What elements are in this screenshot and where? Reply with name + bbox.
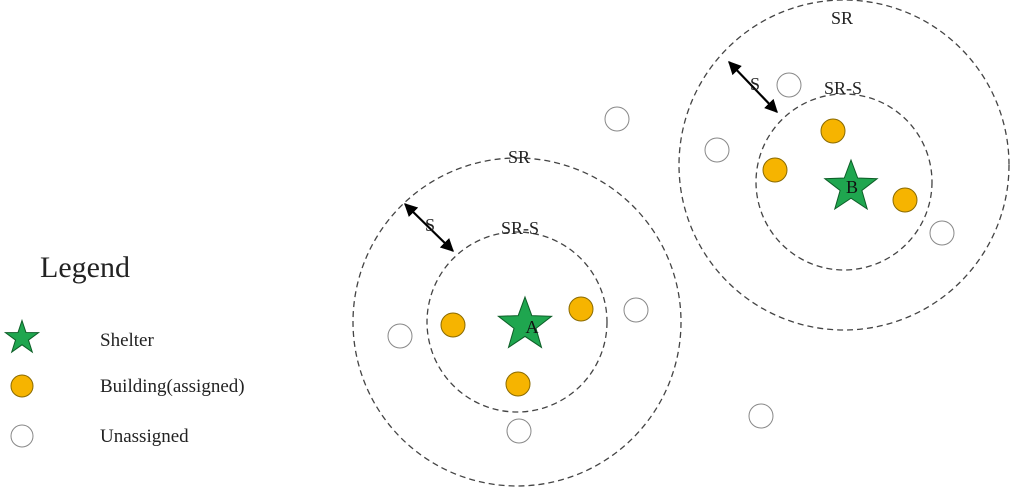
building-unassigned — [506, 418, 532, 444]
shelter-letter-a: A — [526, 317, 539, 337]
legend-title: Legend — [40, 251, 130, 284]
gap-arrow-a — [404, 203, 454, 252]
stray-unassigned-buildings — [604, 106, 774, 429]
building-unassigned — [604, 106, 630, 132]
service-radius-label-b: SR — [831, 8, 853, 28]
legend-label-building-assigned: Building(assigned) — [100, 376, 245, 397]
building-unassigned — [776, 72, 802, 98]
building-unassigned — [929, 220, 955, 246]
service-radius-label-a: SR — [508, 147, 530, 167]
building-assigned — [820, 118, 846, 144]
building-unassigned — [387, 323, 413, 349]
service-radius-ring-b — [678, 0, 1010, 331]
reduced-radius-ring-b — [755, 93, 933, 271]
building-assigned — [762, 157, 788, 183]
reduced-radius-label-b: SR-S — [824, 78, 862, 98]
building-assigned — [440, 312, 466, 338]
shelter-cluster-a: SR SR-S S A — [352, 147, 682, 487]
shelter-star-icon-b — [823, 158, 879, 211]
building-assigned — [568, 296, 594, 322]
building-unassigned — [704, 137, 730, 163]
shelter-cluster-b: SR SR-S S B — [678, 0, 1010, 331]
reduced-radius-ring-a — [426, 231, 608, 413]
shelter-letter-b: B — [846, 177, 858, 197]
legend: Legend Shelter Building(assigned) Unassi… — [3, 251, 245, 448]
legend-shelter-star-icon — [3, 318, 41, 354]
shelter-star-icon-a — [497, 295, 553, 349]
reduced-radius-label-a: SR-S — [501, 218, 539, 238]
legend-unassigned-icon — [10, 424, 34, 448]
legend-label-unassigned: Unassigned — [100, 426, 189, 447]
building-unassigned — [623, 297, 649, 323]
gap-label-a: S — [425, 215, 435, 235]
building-assigned — [505, 371, 531, 397]
building-assigned — [892, 187, 918, 213]
legend-building-assigned-icon — [10, 374, 34, 398]
legend-label-shelter: Shelter — [100, 330, 154, 351]
gap-arrow-b — [728, 61, 778, 113]
building-unassigned — [748, 403, 774, 429]
gap-label-b: S — [750, 74, 760, 94]
service-radius-ring-a — [352, 157, 682, 487]
